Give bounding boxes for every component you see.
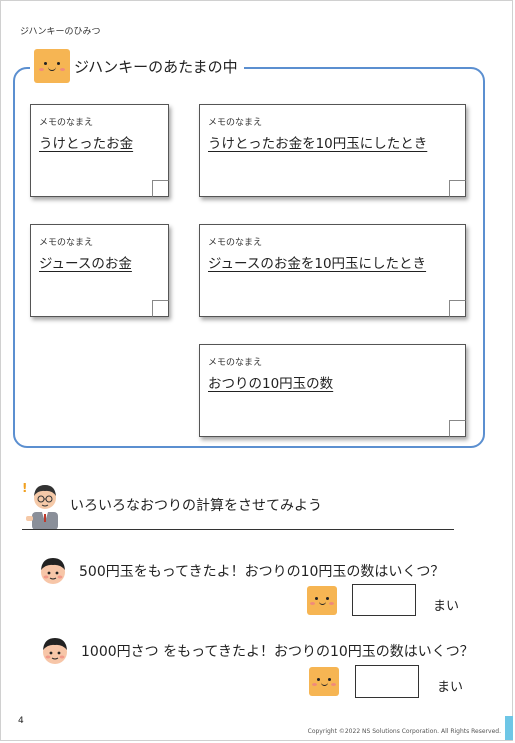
- brain-section-heading: ジハンキーのあたまの中: [30, 49, 244, 83]
- memo-card: メモのなまえ ジュースのお金: [30, 224, 169, 317]
- teacher-icon: !: [22, 481, 58, 530]
- question-text: 500円玉をもってきたよ！おつりの10円玉の数はいくつ？: [79, 564, 445, 580]
- jihanki-face-icon: [34, 49, 70, 83]
- memo-caption: メモのなまえ: [208, 358, 263, 368]
- copyright-text: Copyright ©2022 NS Solutions Corporation…: [307, 728, 501, 735]
- unit-label: まい: [437, 680, 464, 695]
- memo-name: ジュースのお金: [39, 256, 132, 272]
- page-curl: [449, 420, 466, 437]
- divider: [22, 529, 454, 530]
- memo-caption: メモのなまえ: [39, 118, 94, 128]
- page-number: 4: [18, 716, 24, 726]
- page-curl: [449, 180, 466, 197]
- memo-caption: メモのなまえ: [208, 118, 263, 128]
- corner-tab: [505, 716, 513, 740]
- page-header: ジハンキーのひみつ: [20, 27, 101, 37]
- brain-section-frame: [13, 67, 485, 448]
- jihanki-face-icon: [309, 667, 339, 696]
- section-title: いろいろなおつりの計算をさせてみよう: [70, 498, 322, 514]
- unit-label: まい: [433, 599, 460, 614]
- page-curl: [152, 300, 169, 317]
- page-curl: [449, 300, 466, 317]
- memo-name: うけとったお金を10円玉にしたとき: [208, 136, 428, 152]
- memo-name: おつりの10円玉の数: [208, 376, 334, 392]
- memo-name: ジュースのお金を10円玉にしたとき: [208, 256, 427, 272]
- memo-card: メモのなまえ うけとったお金: [30, 104, 169, 197]
- svg-text:!: !: [22, 481, 27, 495]
- memo-card: メモのなまえ うけとったお金を10円玉にしたとき: [199, 104, 466, 197]
- answer-box[interactable]: [352, 584, 416, 616]
- memo-caption: メモのなまえ: [208, 238, 263, 248]
- answer-box[interactable]: [355, 665, 419, 698]
- memo-card: メモのなまえ ジュースのお金を10円玉にしたとき: [199, 224, 466, 317]
- page-curl: [152, 180, 169, 197]
- memo-name: うけとったお金: [39, 136, 134, 152]
- child-face-icon: [43, 638, 67, 664]
- memo-card: メモのなまえ おつりの10円玉の数: [199, 344, 466, 437]
- jihanki-face-icon: [307, 586, 337, 615]
- memo-caption: メモのなまえ: [39, 238, 94, 248]
- brain-section-title: ジハンキーのあたまの中: [74, 57, 238, 76]
- question-text: 1000円さつ をもってきたよ！おつりの10円玉の数はいくつ？: [81, 644, 474, 660]
- child-face-icon: [41, 558, 65, 584]
